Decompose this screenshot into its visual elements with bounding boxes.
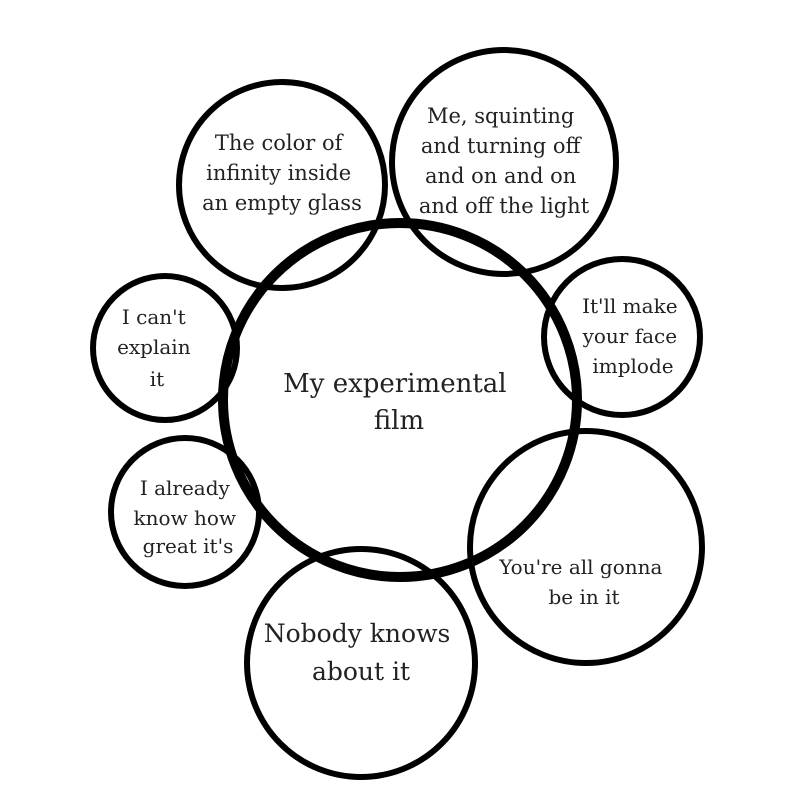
bubble-all-gonna-be-in-it-label: You're all gonna be in it	[498, 555, 669, 609]
bubble-already-know: I already know how great it's	[108, 435, 262, 589]
bubble-line: an empty glass	[202, 191, 362, 215]
bubble-line: I already	[140, 476, 231, 500]
bubble-color-of-infinity-circle	[176, 79, 388, 291]
bubble-line: The color of	[215, 131, 345, 155]
bubble-nobody-knows-label: Nobody knows about it	[264, 619, 459, 686]
bubble-line: It'll make	[582, 294, 677, 318]
bubble-me-squinting-label: Me, squinting and turning off and on and…	[419, 104, 590, 218]
bubble-line: and on and on	[425, 164, 576, 188]
bubble-me-squinting: Me, squinting and turning off and on and…	[389, 47, 619, 277]
bubble-line: it	[150, 367, 164, 391]
bubble-line: about it	[312, 657, 410, 686]
bubble-nobody-knows-circle	[244, 546, 478, 780]
bubble-line: implode	[592, 354, 673, 378]
bubble-line: be in it	[548, 585, 619, 609]
bubble-line: explain	[117, 335, 191, 359]
bubble-line: know how	[134, 506, 237, 530]
center-bubble-circle	[218, 218, 582, 582]
bubble-line: Me, squinting	[427, 104, 574, 128]
bubble-cant-explain-label: I can't explain it	[117, 305, 197, 391]
bubble-cant-explain: I can't explain it	[90, 273, 240, 423]
bubble-all-gonna-be-in-it: You're all gonna be in it	[467, 428, 705, 666]
bubble-line: You're all gonna	[498, 555, 662, 579]
bubble-face-implode-circle	[541, 256, 703, 418]
bubble-face-implode-label: It'll make your face implode	[582, 294, 684, 378]
center-line: My experimental	[283, 369, 506, 399]
bubble-color-of-infinity-label: The color of infinity inside an empty gl…	[202, 131, 362, 215]
bubble-line: Nobody knows	[264, 619, 451, 648]
bubble-line: your face	[582, 324, 678, 348]
bubble-all-gonna-be-in-it-circle	[467, 428, 705, 666]
bubble-line: great it's	[143, 534, 234, 558]
bubble-line: and turning off	[421, 134, 583, 158]
center-bubble: My experimental film	[218, 218, 582, 582]
bubble-line: and off the light	[419, 194, 590, 218]
bubble-face-implode: It'll make your face implode	[541, 256, 703, 418]
bubble-color-of-infinity: The color of infinity inside an empty gl…	[176, 79, 388, 291]
bubble-already-know-label: I already know how great it's	[134, 476, 243, 558]
bubble-cant-explain-circle	[90, 273, 240, 423]
bubble-me-squinting-circle	[389, 47, 619, 277]
center-line: film	[374, 406, 424, 436]
bubble-nobody-knows: Nobody knows about it	[244, 546, 478, 780]
center-bubble-label: My experimental film	[283, 369, 515, 436]
bubble-line: I can't	[122, 305, 186, 329]
bubble-line: infinity inside	[206, 161, 351, 185]
